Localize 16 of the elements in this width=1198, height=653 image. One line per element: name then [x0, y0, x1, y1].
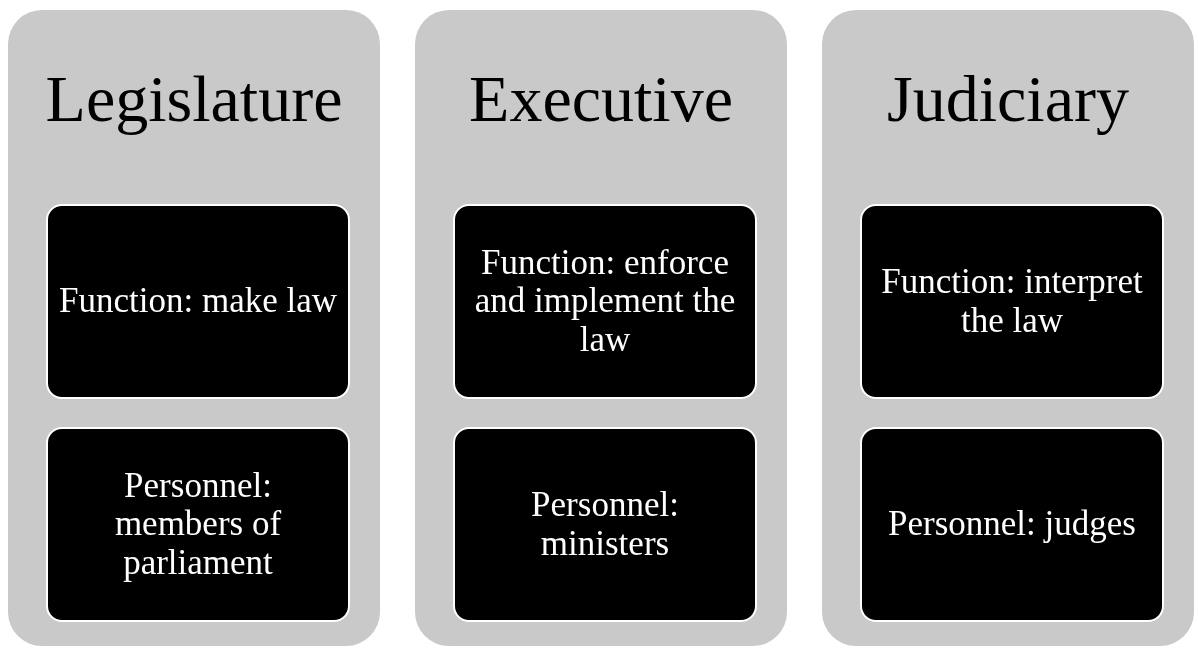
info-box	[46, 204, 350, 399]
column-panel	[822, 10, 1194, 646]
column-panel	[415, 10, 787, 646]
box-text: Personnel: ministers	[530, 486, 680, 563]
column-heading: Executive	[468, 66, 734, 132]
box-text: Personnel: judges	[887, 505, 1137, 544]
column-panel	[8, 10, 380, 646]
box-text: Function: make law	[58, 282, 338, 321]
info-box	[860, 427, 1164, 622]
box-text: Personnel: members of parliament	[113, 466, 283, 583]
box-text: Function: interpret the law	[880, 263, 1144, 340]
info-box	[46, 427, 350, 622]
info-box	[860, 204, 1164, 399]
info-box	[453, 204, 757, 399]
box-text: Function: enforce and implement the law	[473, 243, 737, 360]
info-box	[453, 427, 757, 622]
